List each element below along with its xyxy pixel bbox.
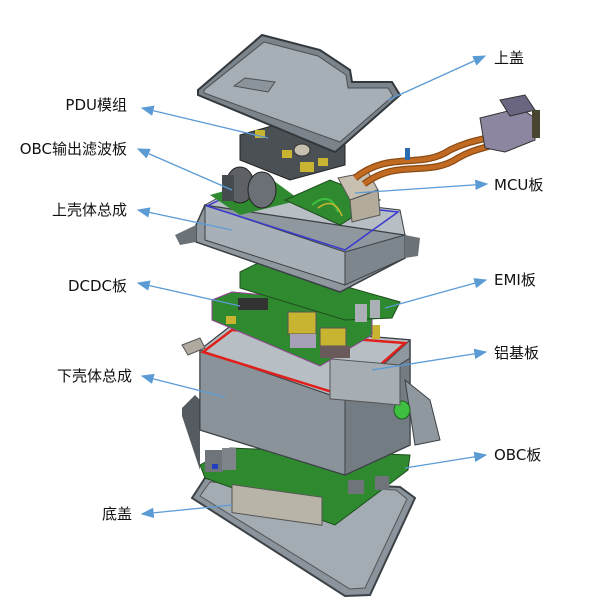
- top-cover-part: [197, 33, 402, 154]
- label-bottom-cover: 底盖: [101, 505, 132, 523]
- label-pdu-module: PDU模组: [65, 96, 127, 114]
- label-top-cover: 上盖: [494, 49, 525, 67]
- label-dcdc-board: DCDC板: [67, 277, 127, 295]
- emi-board-part: [239, 261, 401, 322]
- label-obc-board: OBC板: [494, 446, 542, 464]
- label-obc-output-filter-board: OBC输出滤波板: [19, 140, 127, 158]
- label-lower-housing-assembly: 下壳体总成: [56, 367, 132, 385]
- label-upper-housing-assembly: 上壳体总成: [51, 201, 127, 219]
- label-aluminum-substrate-board: 铝基板: [494, 344, 540, 362]
- label-mcu-board: MCU板: [494, 176, 544, 194]
- hv-cable-part: [352, 94, 540, 187]
- label-emi-board: EMI板: [494, 271, 536, 289]
- callout-arrows: [136, 55, 489, 519]
- obc-output-filter-part: [210, 166, 300, 215]
- aluminum-substrate-part: [329, 325, 401, 406]
